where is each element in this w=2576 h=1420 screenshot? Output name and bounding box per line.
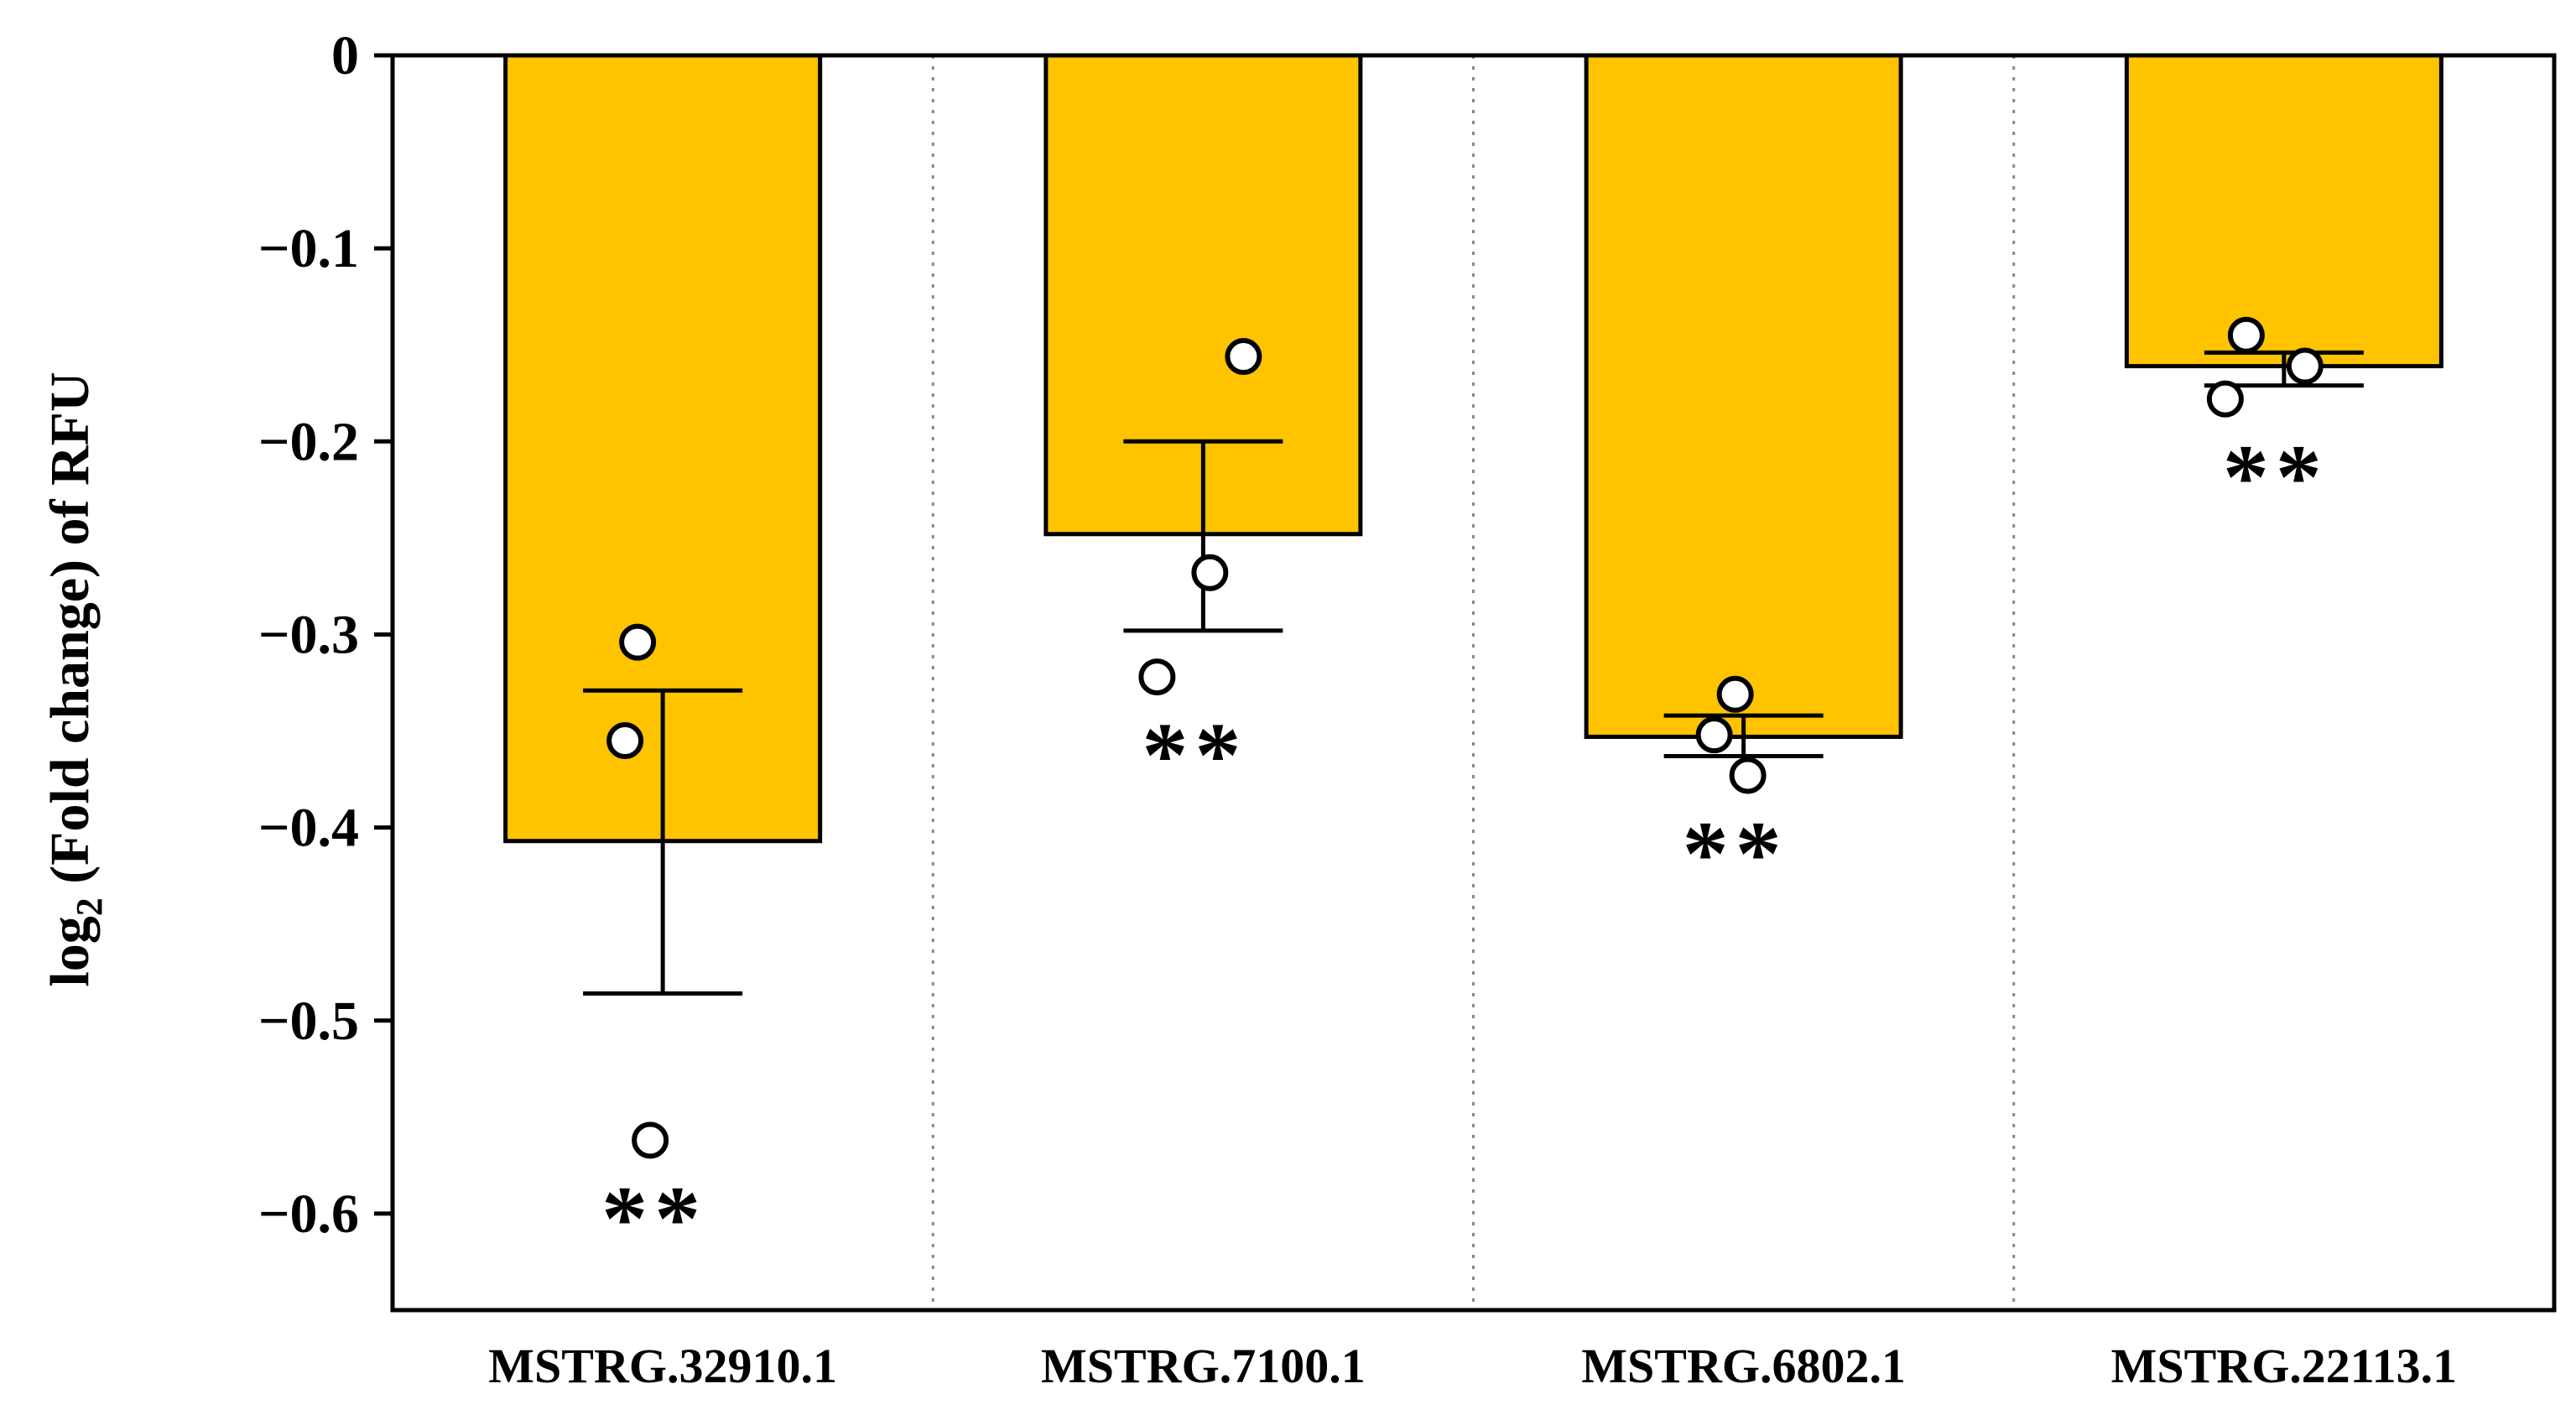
data-point <box>2206 380 2244 418</box>
data-points-group <box>606 316 2324 1159</box>
significance-marker: ** <box>1142 704 1247 806</box>
significance-marker: ** <box>1683 802 1788 904</box>
y-axis-ticks: 0 −0.1 −0.2 −0.3 −0.4 −0.5 −0.6 <box>258 25 393 1245</box>
data-point <box>1695 716 1733 754</box>
y-tick-label: −0.5 <box>258 991 359 1052</box>
x-tick-label: MSTRG.7100.1 <box>1041 1339 1366 1393</box>
data-point <box>619 623 657 661</box>
significance-marker: ** <box>2223 426 2329 528</box>
y-tick-label: 0 <box>331 25 359 86</box>
significance-group: ** ** ** ** <box>601 426 2329 1270</box>
data-point <box>1225 338 1262 376</box>
y-tick-label: −0.1 <box>258 218 359 279</box>
x-tick-label: MSTRG.32910.1 <box>488 1339 837 1393</box>
significance-marker: ** <box>601 1167 707 1269</box>
y-tick-label: −0.3 <box>258 604 359 665</box>
bars-group <box>503 53 2443 844</box>
data-point <box>632 1121 669 1159</box>
plot-frame <box>390 53 2557 1313</box>
x-axis-labels: MSTRG.32910.1 MSTRG.7100.1 MSTRG.6802.1 MST… <box>488 1339 2457 1393</box>
x-tick-label: MSTRG.22113.1 <box>2111 1339 2458 1393</box>
data-point <box>1716 675 1754 713</box>
y-axis-label: log2 (Fold change) of RFU <box>39 372 110 986</box>
data-point <box>2286 347 2324 385</box>
y-axis-label-main: log <box>39 916 101 986</box>
y-tick-label: −0.2 <box>258 411 359 472</box>
y-tick-label: −0.6 <box>258 1183 359 1245</box>
bar <box>1584 53 1903 739</box>
error-bars-group <box>583 350 2364 996</box>
y-axis-label-subscript: 2 <box>69 897 110 916</box>
data-point <box>1729 757 1767 794</box>
x-tick-label: MSTRG.6802.1 <box>1581 1339 1906 1393</box>
y-axis-label-rest: (Fold change) of RFU <box>39 372 101 897</box>
bar <box>2124 53 2443 369</box>
data-point <box>2227 316 2265 354</box>
category-separators <box>931 55 2016 1310</box>
data-point <box>1191 554 1229 591</box>
data-point <box>1138 658 1176 696</box>
y-tick-label: −0.4 <box>258 798 359 859</box>
data-point <box>606 722 644 760</box>
